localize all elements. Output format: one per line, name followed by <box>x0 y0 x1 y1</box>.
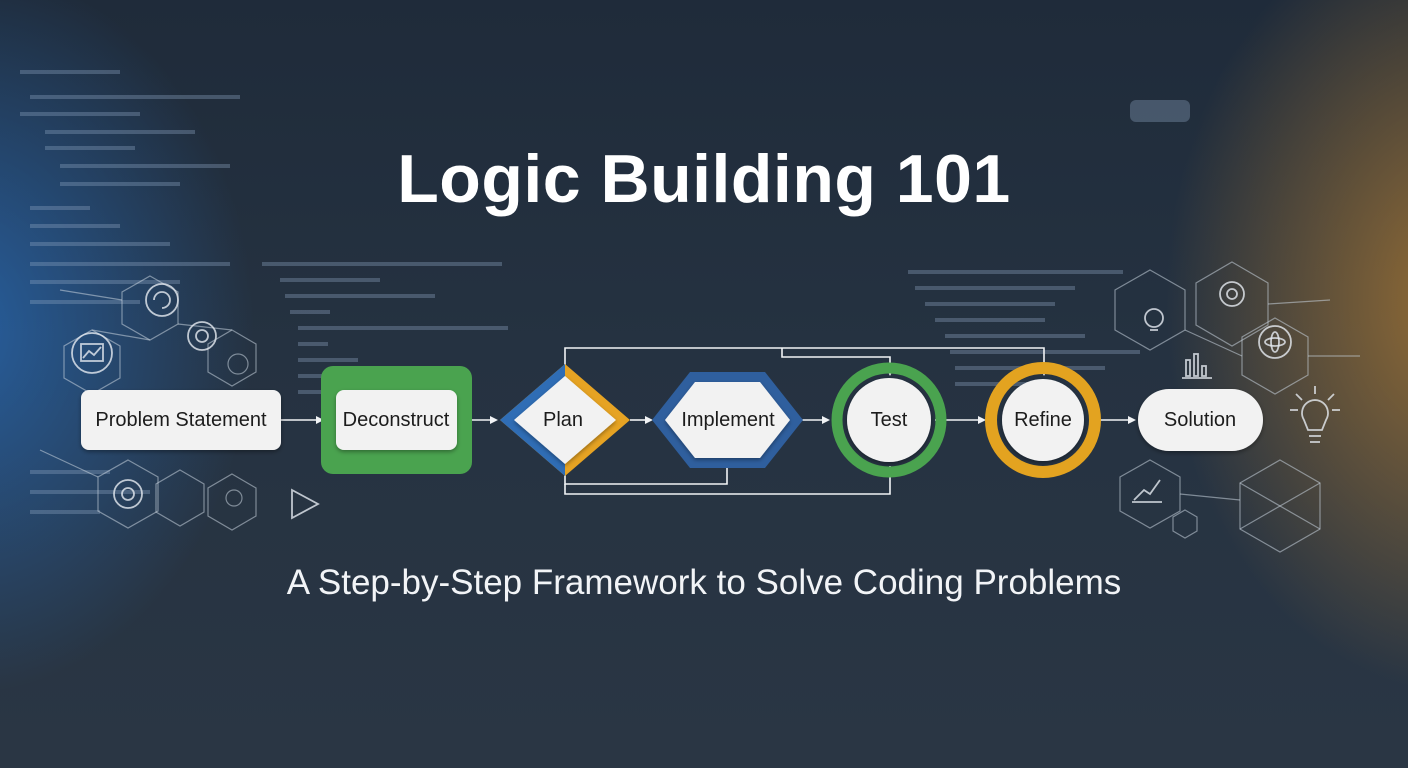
step-implement: Implement <box>652 372 803 468</box>
step-label: Solution <box>1164 409 1236 431</box>
step-solution: Solution <box>1138 389 1263 451</box>
code-lines-left <box>20 70 240 514</box>
growth-chart-icon <box>1132 479 1162 503</box>
chart-icon <box>71 332 113 374</box>
step-label: Deconstruct <box>343 409 450 431</box>
lightbulb-icon <box>1144 308 1164 331</box>
step-label: Refine <box>1014 409 1072 431</box>
idea-bulb-icon <box>1290 386 1340 443</box>
step-label: Implement <box>681 409 775 431</box>
play-icon <box>291 488 320 520</box>
hex-network-left <box>39 275 257 531</box>
small-gear-icon <box>225 489 243 507</box>
hex-network-right <box>1114 261 1360 553</box>
refresh-icon <box>145 283 179 317</box>
feedback-loops <box>564 347 1049 495</box>
step-deconstruct: Deconstruct <box>321 366 472 474</box>
step-test: Test <box>831 362 947 478</box>
step-label: Test <box>871 409 908 431</box>
diagram-subtitle: A Step-by-Step Framework to Solve Coding… <box>286 563 1122 602</box>
loop-implement-return <box>564 466 728 485</box>
loop-test-return <box>564 466 891 495</box>
lightbulb-icon <box>227 353 249 375</box>
step-refine: Refine <box>985 362 1101 478</box>
loop-plan-to-refine <box>564 347 1045 372</box>
step-label: Problem Statement <box>95 409 267 431</box>
gear-icon <box>1219 281 1245 307</box>
bar-chart-icon <box>1182 353 1212 379</box>
target-icon <box>113 479 143 509</box>
diagram-title: Logic Building 101 <box>397 141 1011 217</box>
step-plan: Plan <box>500 364 630 476</box>
gear-icon <box>187 321 217 351</box>
code-lines-center-left <box>262 262 508 394</box>
step-problem-statement: Problem Statement <box>81 390 281 450</box>
step-label: Plan <box>543 409 583 431</box>
atom-icon <box>1258 325 1292 359</box>
